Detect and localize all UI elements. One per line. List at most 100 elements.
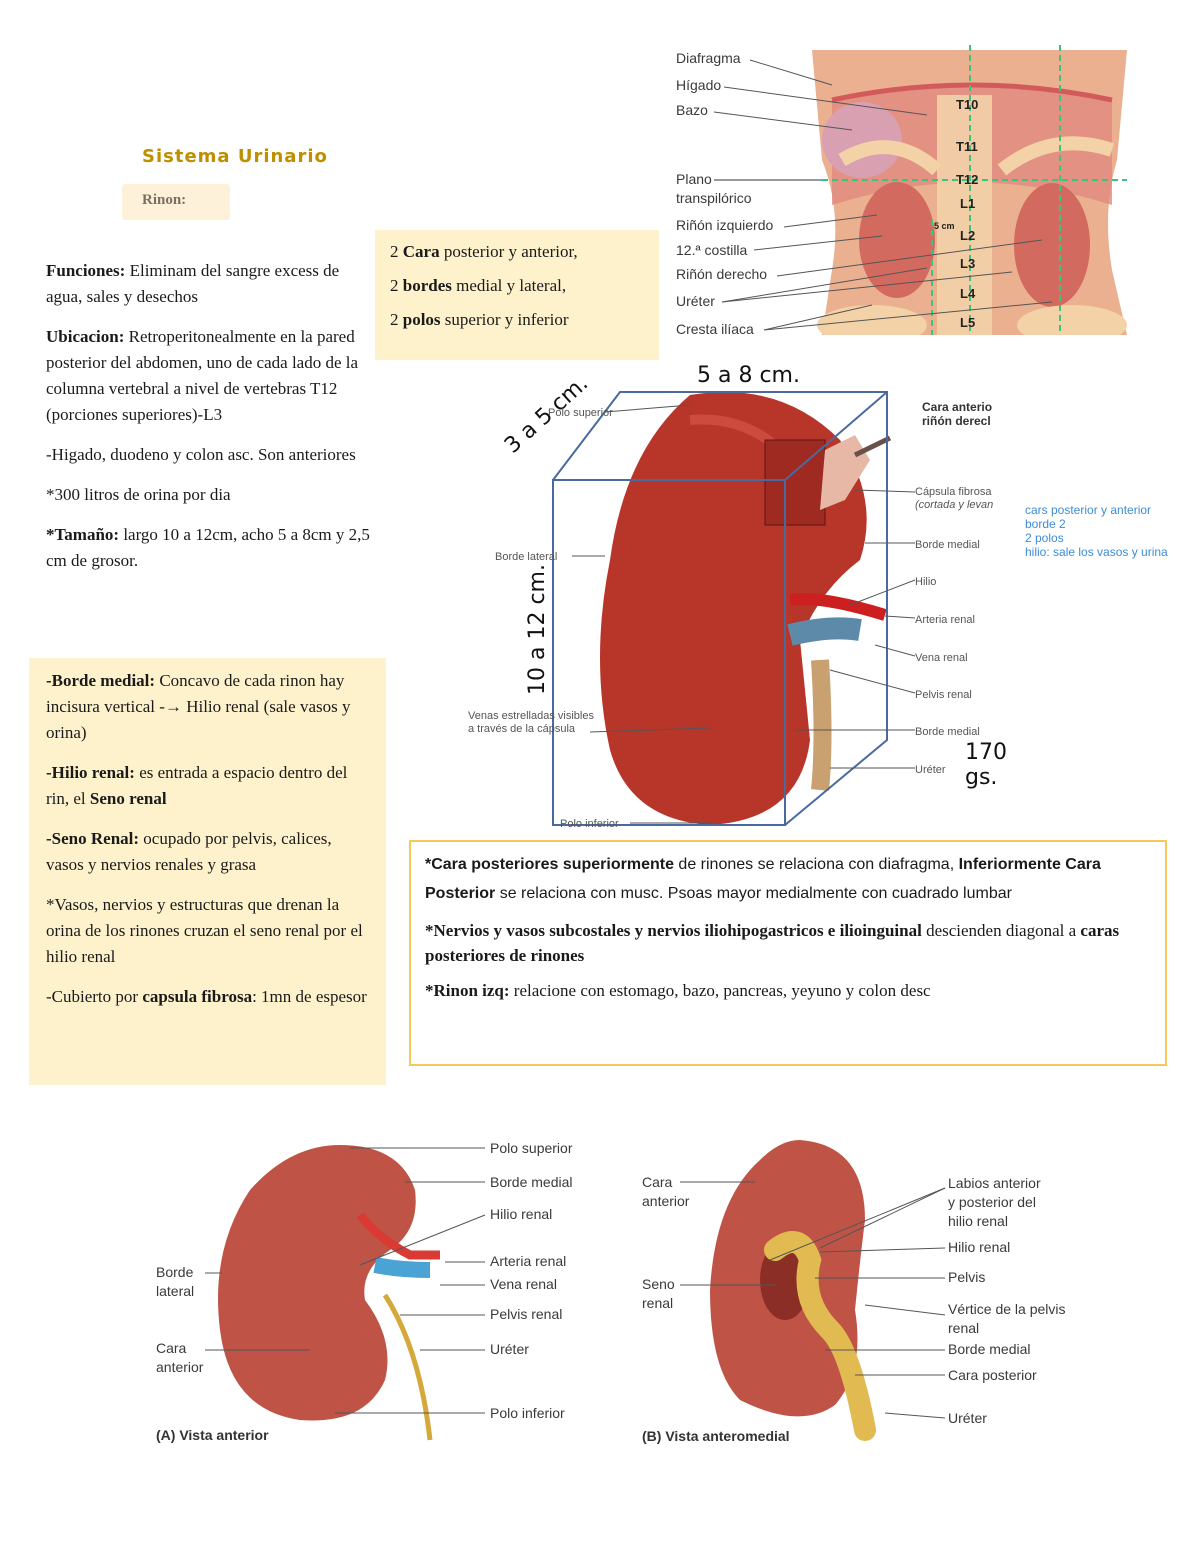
dimension-height: 10 a 12 cm. <box>525 564 550 695</box>
label-borde-medial: Borde medial <box>490 1174 573 1190</box>
item-count: 2 <box>390 242 403 261</box>
notes-paragraph-left-kidney: *Rinon izq: relacione con estomago, bazo… <box>425 978 1151 1003</box>
note-line: 2 polos <box>1025 531 1064 545</box>
label-cara-anterior: Cara anterior <box>156 1339 203 1377</box>
page-title: Sistema Urinario <box>142 146 328 167</box>
label-line: Cápsula fibrosa <box>915 486 992 498</box>
text: de rinones se relaciona con diafragma, <box>673 856 959 873</box>
kidney-illustration <box>552 391 916 826</box>
text: relacione con estomago, bazo, pancreas, … <box>509 981 931 1000</box>
funciones-text: Eliminam del sangre excess de agua, sale… <box>46 261 340 306</box>
vertebra-t11: T11 <box>956 139 978 154</box>
label-line: (cortada y levan <box>915 499 994 511</box>
item-text: posterior y anterior, <box>439 242 578 261</box>
label-capsula: Cápsula fibrosa (cortada y levan <box>915 486 993 512</box>
kidney-dimension-figure: 5 a 8 cm. 3 a 5 cm. 10 a 12 cm. 170 gs. … <box>460 360 1040 835</box>
bold-term: *Nervios y vasos subcostales y nervios i… <box>425 921 922 940</box>
funciones-label: Funciones: <box>46 261 126 280</box>
hilio-paragraph: -Hilio renal: es entrada a espacio dentr… <box>46 760 368 812</box>
label-higado: Hígado <box>676 77 722 93</box>
label-seno-renal: Seno renal <box>642 1275 675 1313</box>
ubicacion-text: Retroperitonealmente en la pared posteri… <box>46 327 359 424</box>
note-line: borde 2 <box>1025 517 1066 531</box>
label-line: Seno <box>642 1276 675 1292</box>
label-line: Cara <box>156 1340 187 1356</box>
cubierto-pre: -Cubierto por <box>46 987 143 1006</box>
torso-figure: Diafragma Hígado Bazo Plano transpilóric… <box>672 40 1132 345</box>
bold-term: *Cara posteriores superiormente <box>425 856 674 873</box>
label-hilio-renal: Hilio renal <box>948 1239 1011 1255</box>
label-pelvis-renal: Pelvis renal <box>915 689 972 701</box>
label-vertice: Vértice de la pelvis renal <box>948 1300 1066 1338</box>
label-line: renal <box>948 1320 980 1336</box>
label-line: Vértice de la pelvis <box>948 1301 1066 1317</box>
notes-paragraph-relations: *Cara posteriores superiormente de rinon… <box>425 850 1151 908</box>
label-polo-inferior: Polo inferior <box>490 1405 565 1421</box>
label-costilla: 12.ª costilla <box>676 242 748 258</box>
label-line: hilio renal <box>948 1213 1008 1229</box>
tamano-text: largo 10 a 12cm, acho 5 a 8cm y 2,5 cm d… <box>46 525 370 570</box>
label-transpilorico: transpilórico <box>676 190 752 206</box>
label-ureter: Uréter <box>490 1341 529 1357</box>
bold-term: Inferiormente Cara Posterior <box>425 856 1101 902</box>
label-vena-renal: Vena renal <box>915 652 968 664</box>
section-heading: Rinon: <box>122 184 230 220</box>
detail-box: -Borde medial: Concavo de cada rinon hay… <box>29 658 386 1085</box>
label-arteria-renal: Arteria renal <box>490 1253 567 1269</box>
kidney-anteromedial-illustration <box>680 1140 946 1441</box>
notes-paragraph-nerves: *Nervios y vasos subcostales y nervios i… <box>425 918 1151 968</box>
torso-illustration <box>713 45 1127 345</box>
scale-label: 5 cm <box>934 221 955 231</box>
label-line: y posterior del <box>948 1194 1036 1210</box>
structure-item: 2 Cara posterior y anterior, <box>390 240 649 264</box>
label-polo-inferior: Polo inferior <box>560 818 619 830</box>
label-hilio-renal: Hilio renal <box>490 1206 553 1222</box>
capsula-term: capsula fibrosa <box>142 987 253 1006</box>
structure-box: 2 Cara posterior y anterior, 2 bordes me… <box>375 230 659 360</box>
label-cara-anterior: Cara anterior <box>642 1173 689 1211</box>
borde-medial-label: -Borde medial: <box>46 671 156 690</box>
vasos-paragraph: *Vasos, nervios y estructuras que drenan… <box>46 895 363 966</box>
figure-a-caption: (A) Vista anterior <box>156 1427 269 1443</box>
text: descienden diagonal a <box>921 921 1081 940</box>
label-line: Cara <box>642 1174 673 1190</box>
label-line: renal <box>642 1295 674 1311</box>
label-bazo: Bazo <box>676 102 708 118</box>
label-ureter: Uréter <box>915 764 946 776</box>
kidney-anterior-illustration <box>205 1145 486 1441</box>
bold-term: caras posteriores de rinones <box>425 921 1120 965</box>
item-count: 2 <box>390 310 403 329</box>
cubierto-paragraph: -Cubierto por capsula fibrosa: 1mn de es… <box>46 984 368 1010</box>
label-line: anterior <box>642 1193 690 1209</box>
label-borde-medial: Borde medial <box>915 539 980 551</box>
structure-item: 2 bordes medial y lateral, <box>390 274 649 298</box>
hilio-text: es entrada a espacio dentro del rin, el <box>46 763 348 808</box>
seno-text: ocupado por pelvis, calices, vasos y ner… <box>46 829 332 874</box>
vertebra-t10: T10 <box>956 97 979 112</box>
label-rinon-derecho: Riñón derecho <box>676 266 768 282</box>
seno-paragraph: -Seno Renal: ocupado por pelvis, calices… <box>46 826 368 878</box>
hilio-label: -Hilio renal: <box>46 763 135 782</box>
figure-b-anteromedial: Cara anterior Seno renal Labios anterior… <box>640 1130 1090 1450</box>
vertebra-l2: L2 <box>960 228 976 243</box>
figure-a-anterior: Polo superior Borde medial Hilio renal A… <box>150 1130 600 1450</box>
label-diafragma: Diafragma <box>676 50 741 66</box>
item-term: bordes <box>402 276 452 295</box>
ubicacion-label: Ubicacion: <box>46 327 125 346</box>
borde-medial-text: Concavo de cada rinon hay incisura verti… <box>46 671 351 742</box>
vertebra-l5: L5 <box>960 315 976 330</box>
label-borde-medial: Borde medial <box>948 1341 1031 1357</box>
section-heading-label: Rinon: <box>142 192 187 208</box>
item-text: superior y inferior <box>440 310 569 329</box>
label-labios: Labios anterior y posterior del hilio re… <box>948 1174 1041 1231</box>
label-line: a través de la cápsula <box>468 723 576 735</box>
cubierto-post: : 1mn de espesor <box>252 987 367 1006</box>
figure-b-caption: (B) Vista anteromedial <box>642 1428 790 1444</box>
structure-item: 2 polos superior y inferior <box>390 308 649 332</box>
label-vena-renal: Vena renal <box>490 1276 557 1292</box>
borde-medial-paragraph: -Borde medial: Concavo de cada rinon hay… <box>46 668 368 746</box>
label-line: anterior <box>156 1359 204 1375</box>
handwritten-note: cars posterior y anterior borde 2 2 polo… <box>1025 503 1168 559</box>
label-line: Venas estrelladas visibles <box>468 710 594 722</box>
label-ureter: Uréter <box>948 1410 987 1426</box>
